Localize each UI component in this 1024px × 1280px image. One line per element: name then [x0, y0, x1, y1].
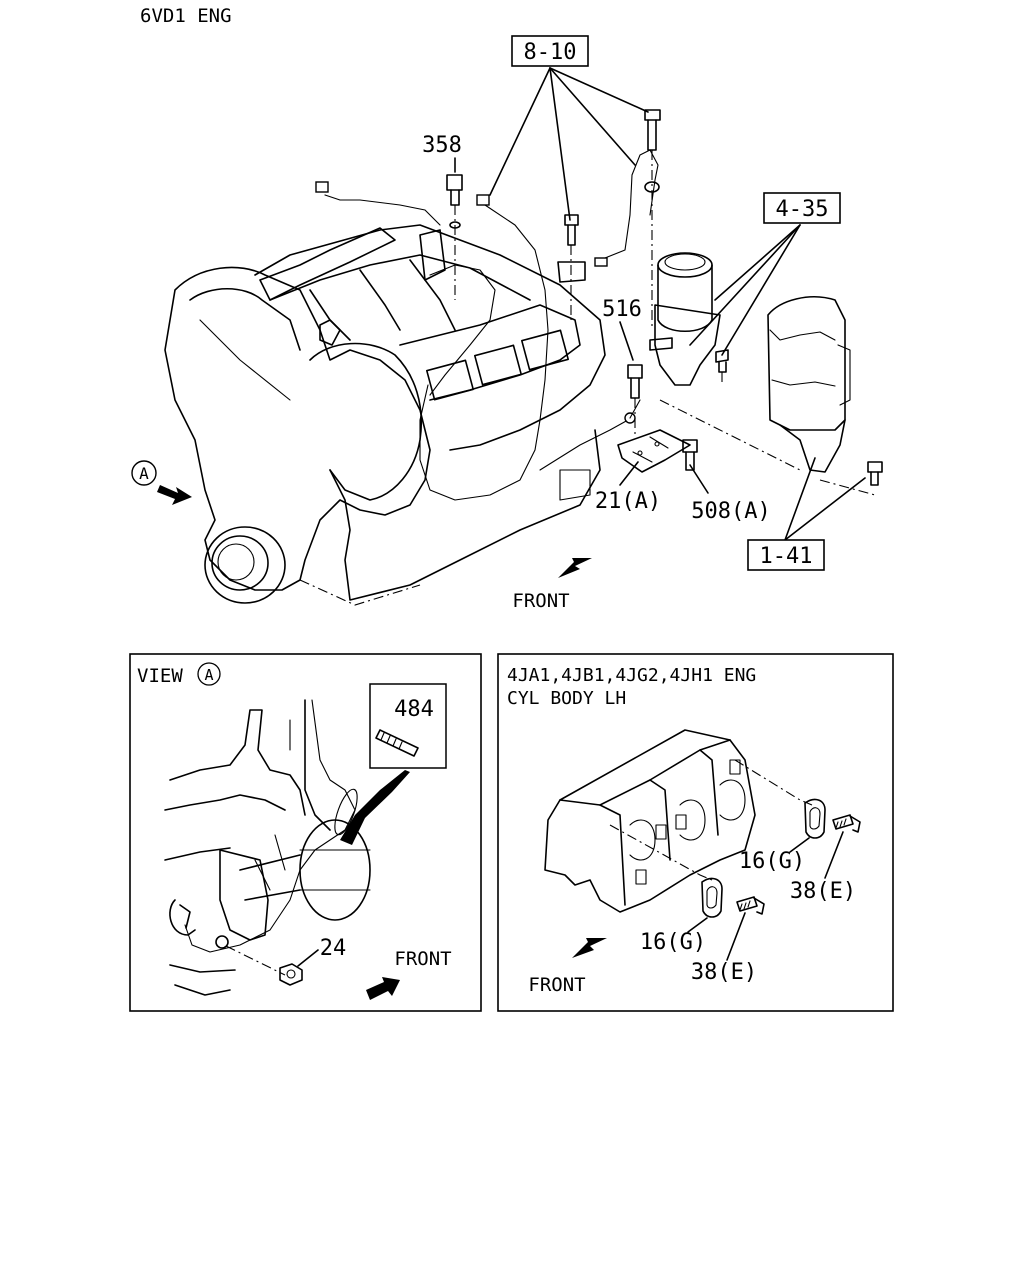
- view-a-letter: A: [204, 666, 213, 684]
- part-number-358[interactable]: 358: [422, 133, 462, 158]
- view-a-arrow-icon: [157, 485, 192, 505]
- ref-box-8-10[interactable]: 8-10: [511, 35, 589, 67]
- view-a-title: VIEW: [137, 665, 183, 687]
- front-arrow-icon: [572, 938, 607, 958]
- alt-engine-subtitle: CYL BODY LH: [507, 688, 626, 709]
- ref-label: 8-10: [524, 40, 577, 65]
- bracket-icon: [701, 877, 723, 918]
- ref-box-4-35[interactable]: 4-35: [763, 192, 841, 224]
- callout-pointer-icon: [340, 770, 410, 845]
- front-arrow-icon: [558, 558, 592, 578]
- part-number-516[interactable]: 516: [602, 297, 642, 322]
- part-number-16g-upper[interactable]: 16(G): [739, 849, 805, 874]
- part-number-508a[interactable]: 508(A): [691, 499, 770, 524]
- alt-engine-title: 4JA1,4JB1,4JG2,4JH1 ENG: [507, 665, 756, 686]
- leader-lines-main: [454, 67, 866, 541]
- front-arrow-icon: [366, 977, 400, 1000]
- view-a-circle: [197, 662, 221, 686]
- panel-view-a: VIEW A 484 24 FRONT: [129, 653, 482, 1012]
- part-number-38e-upper[interactable]: 38(E): [790, 879, 856, 904]
- part-number-21a[interactable]: 21(A): [595, 489, 661, 514]
- ref-label: 1-41: [760, 544, 813, 569]
- part-number-38e-lower[interactable]: 38(E): [691, 960, 757, 985]
- view-marker-letter: A: [139, 464, 149, 483]
- cable-tie-icon: [375, 729, 419, 757]
- front-label-view-a: FRONT: [394, 948, 451, 970]
- nut-icon: [279, 963, 303, 986]
- part-number-16g-lower[interactable]: 16(G): [640, 930, 706, 955]
- front-label-main: FRONT: [512, 590, 569, 612]
- panel-alt-engine: 4JA1,4JB1,4JG2,4JH1 ENG CYL BODY LH: [497, 653, 894, 1012]
- front-label-alt: FRONT: [528, 974, 585, 996]
- view-a-marker[interactable]: A: [131, 460, 157, 486]
- main-engine-illustration: [164, 109, 883, 606]
- ref-label: 4-35: [776, 197, 829, 222]
- engine-title: 6VD1 ENG: [140, 5, 232, 27]
- part-number-484[interactable]: 484: [394, 697, 434, 722]
- bracket-icon: [804, 798, 826, 839]
- ref-box-1-41[interactable]: 1-41: [747, 539, 825, 571]
- part-number-24[interactable]: 24: [320, 936, 347, 961]
